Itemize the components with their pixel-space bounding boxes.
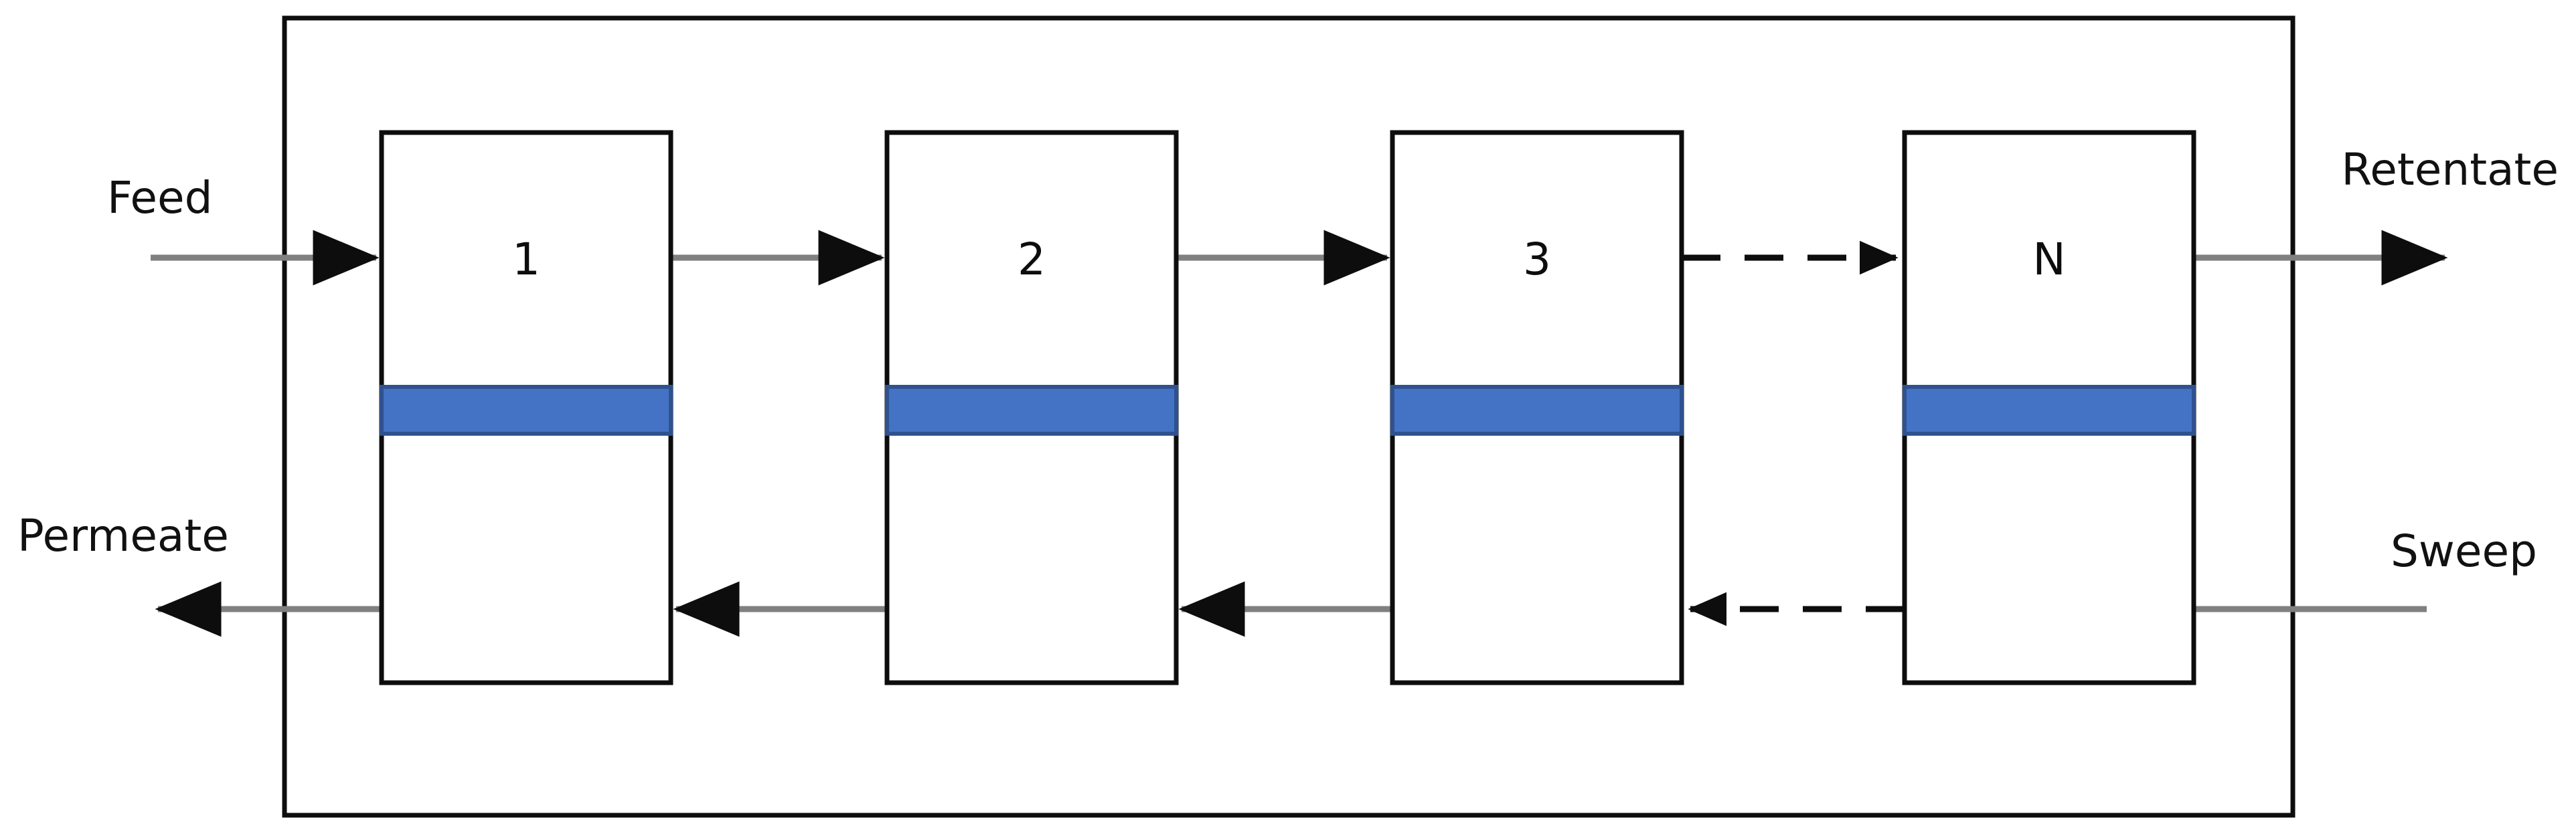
retentate-label: Retentate bbox=[2341, 144, 2559, 195]
feed-label: Feed bbox=[107, 172, 212, 224]
stage-3-label: 3 bbox=[1523, 234, 1551, 285]
stage-n-module[interactable]: N bbox=[1902, 130, 2196, 685]
stage-1-module[interactable]: 1 bbox=[379, 130, 673, 685]
stage-3-membrane-band bbox=[1390, 385, 1684, 436]
stage-2-module[interactable]: 2 bbox=[884, 130, 1179, 685]
stage-3-module[interactable]: 3 bbox=[1390, 130, 1684, 685]
stage-n-membrane-band bbox=[1903, 385, 2196, 436]
stage-2-label: 2 bbox=[1018, 234, 1046, 285]
permeate-label: Permeate bbox=[17, 510, 229, 562]
stage-1-label: 1 bbox=[512, 234, 540, 285]
stage-2-membrane-band bbox=[885, 385, 1178, 436]
sweep-label: Sweep bbox=[2391, 525, 2537, 577]
stage-n-label: N bbox=[2032, 234, 2065, 285]
stage-1-membrane-band bbox=[380, 385, 673, 436]
system-boundary bbox=[282, 15, 2296, 818]
